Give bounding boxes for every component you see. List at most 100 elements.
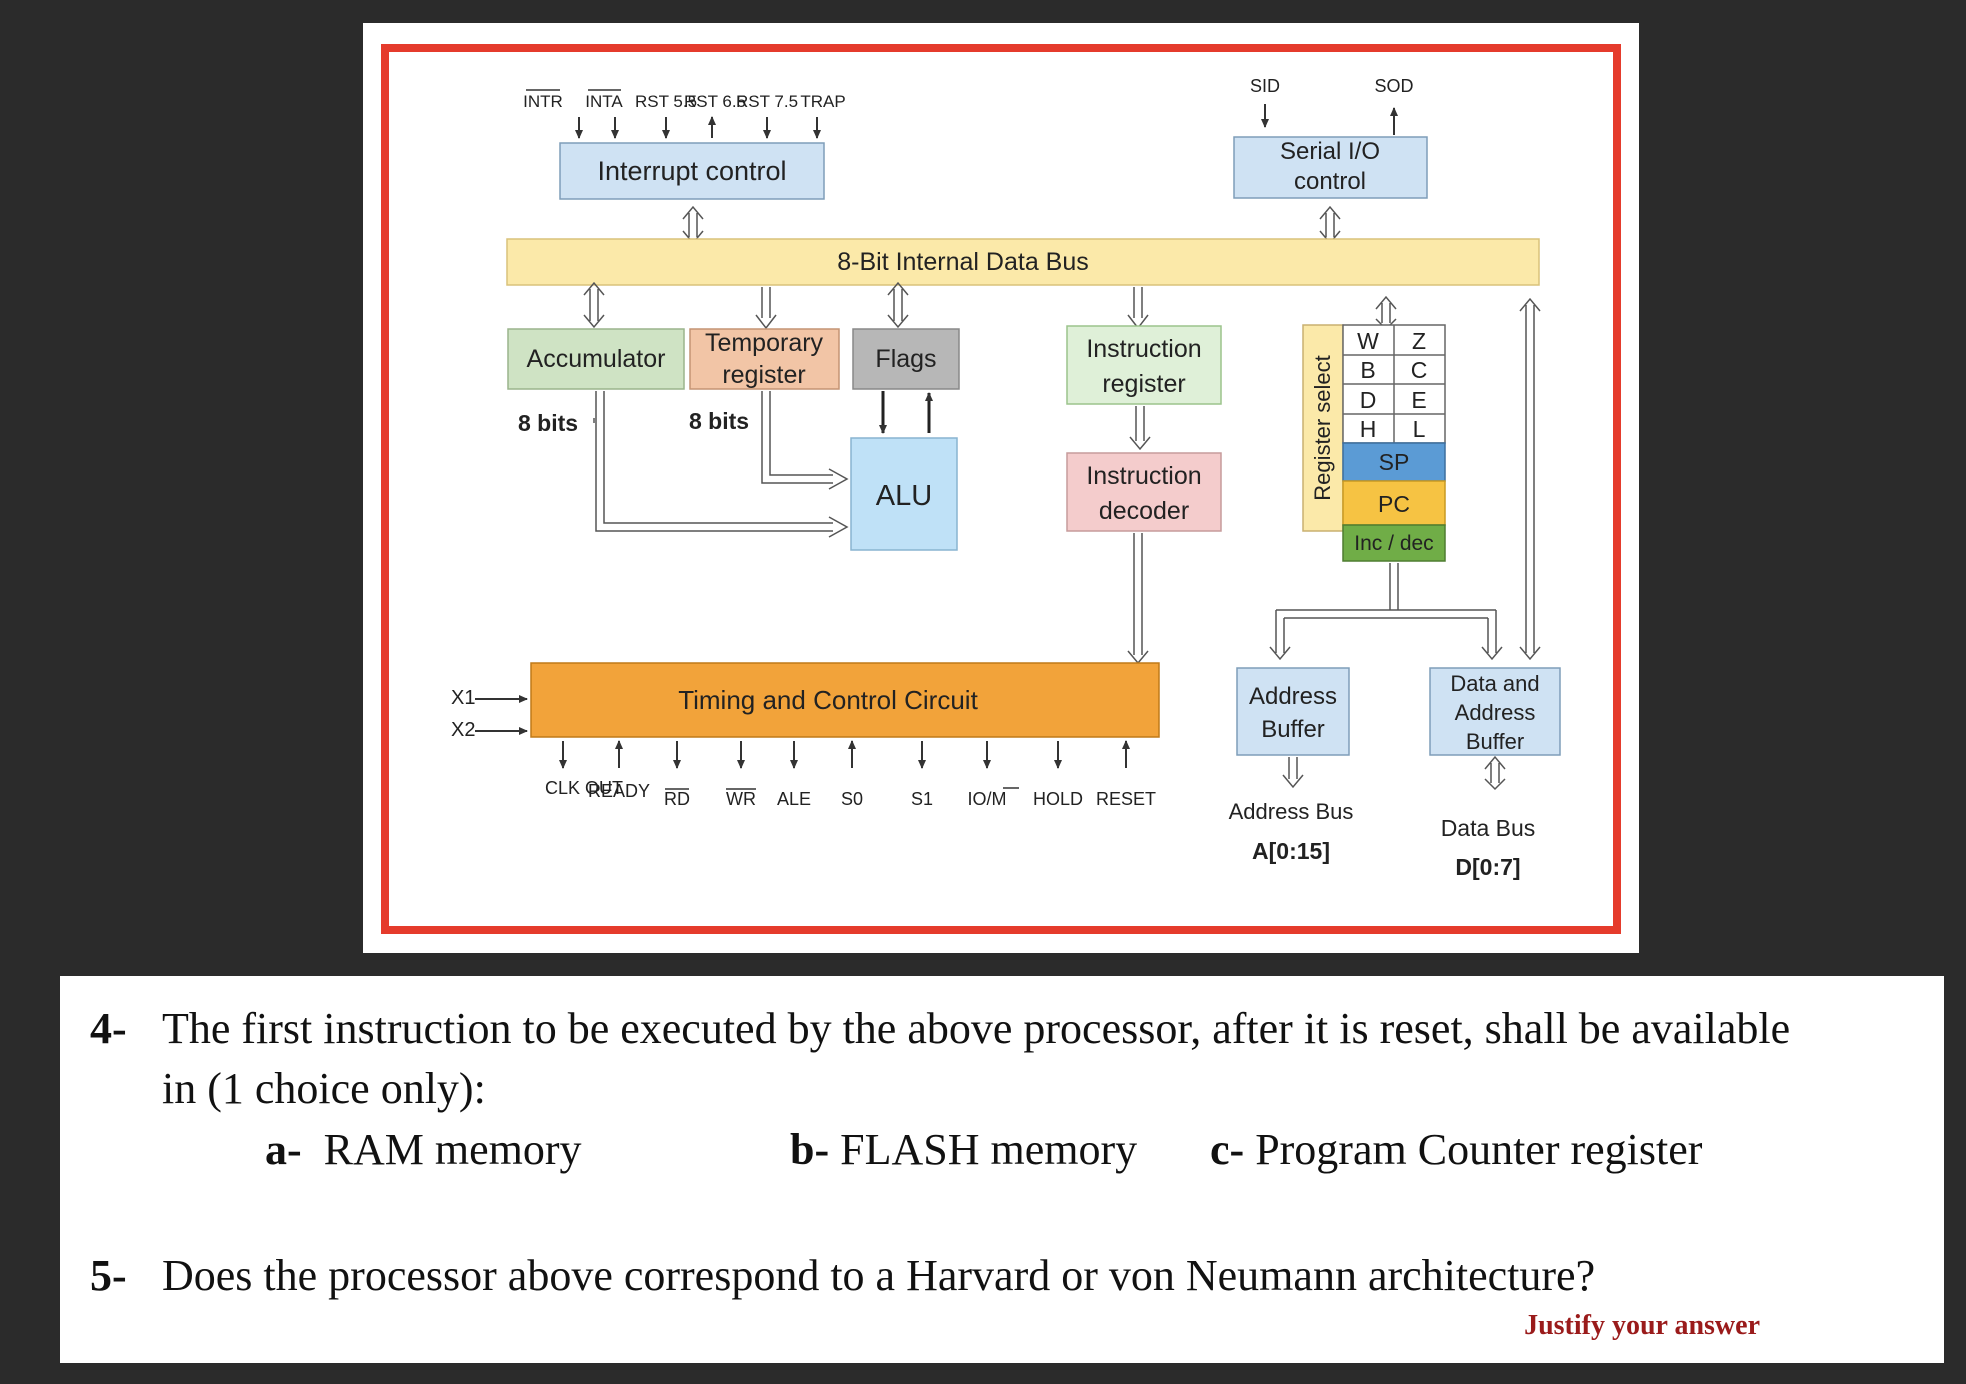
instruction-register-label-2: register [1102, 370, 1185, 398]
pin-wr: WR [726, 789, 756, 809]
diagram-frame [381, 44, 1621, 934]
choice-c-text: Program Counter register [1255, 1125, 1703, 1174]
question-4-number: 4- [90, 1004, 127, 1053]
acc-8bit-path [593, 418, 595, 423]
choice-b[interactable]: b- FLASH memory [790, 1122, 1137, 1178]
instruction-register-label-1: Instruction [1086, 335, 1201, 363]
pin-sid: SID [1250, 76, 1280, 96]
instruction-decoder-box [1066, 452, 1222, 532]
data-address-buffer-label-2: Address [1455, 700, 1536, 725]
address-bus-label: Address Bus [1229, 799, 1354, 824]
reg-b: B [1360, 357, 1375, 383]
register-grid: W Z B C D E H L [1342, 324, 1446, 444]
control-pin-arrows [559, 740, 1130, 769]
accumulator-box [507, 328, 685, 390]
pin-ready: READY [588, 781, 650, 801]
timing-control-label: Timing and Control Circuit [678, 685, 978, 715]
bus-to-data-buffer [1519, 297, 1541, 661]
sp-label: SP [1379, 449, 1410, 475]
serial-io-box [1233, 136, 1428, 199]
data-address-buffer-label-3: Buffer [1466, 729, 1524, 754]
choice-b-text: FLASH memory [840, 1125, 1138, 1174]
choice-b-letter: b- [790, 1125, 830, 1174]
control-pin-labels: CLK OUT READY RD WR ALE S0 S1 IO/M HOLD … [545, 778, 1156, 809]
pin-sod: SOD [1374, 76, 1413, 96]
choice-a[interactable]: a- RAM memory [265, 1122, 582, 1178]
address-buffer-label-2: Buffer [1261, 716, 1325, 743]
choice-c[interactable]: c- Program Counter register [1210, 1122, 1702, 1178]
flags-label: Flags [875, 345, 936, 373]
pin-trap: TRAP [800, 92, 845, 111]
pin-s1: S1 [911, 789, 933, 809]
address-buffer-label-1: Address [1249, 683, 1337, 710]
bus-connectors-down [583, 281, 1397, 331]
pc-box [1342, 480, 1446, 526]
accumulator-label: Accumulator [527, 345, 666, 373]
temp-register-label-1: Temporary [705, 329, 824, 357]
temp-register-label-2: register [722, 361, 805, 389]
flags-box [852, 328, 960, 390]
reg-d: D [1360, 387, 1377, 413]
address-bus-range: A[0:15] [1252, 838, 1330, 864]
reg-l: L [1413, 416, 1426, 442]
clock-inputs: X1 X2 [451, 687, 528, 741]
pin-rst65: RST 6.5 [684, 92, 746, 111]
data-bus-label: Data Bus [1441, 815, 1536, 841]
pc-label: PC [1378, 491, 1410, 517]
address-buffer-box [1236, 667, 1350, 756]
bus-connectors-top [682, 205, 1341, 245]
alu-label: ALU [876, 480, 932, 512]
bits-temp-label: 8 bits [689, 408, 749, 434]
buffer-out-arrows [1282, 755, 1506, 791]
choice-a-text: RAM memory [323, 1125, 582, 1174]
alu-box [850, 437, 958, 551]
inc-dec-label: Inc / dec [1354, 532, 1433, 555]
instruction-decoder-label-1: Instruction [1086, 462, 1201, 490]
pin-reset: RESET [1096, 789, 1156, 809]
x2-label: X2 [451, 719, 475, 741]
inc-dec-box [1342, 524, 1446, 562]
ir-to-decoder [1129, 406, 1151, 451]
question-4-text-line2: in (1 choice only): [162, 1064, 486, 1113]
bits-acc-label: 8 bits [518, 410, 578, 436]
choice-c-letter: c- [1210, 1125, 1245, 1174]
interrupt-control-label: Interrupt control [597, 156, 786, 186]
diagram-panel: INTR INTA RST 5.5 RST 6.5 RST 7.5 TRAP I… [363, 23, 1639, 953]
reg-z: Z [1412, 328, 1426, 354]
data-address-buffer-label-1: Data and [1450, 671, 1539, 696]
sp-box [1342, 442, 1446, 482]
interrupt-control-box [559, 142, 825, 200]
internal-bus-label: 8-Bit Internal Data Bus [837, 248, 1089, 276]
reg-w: W [1357, 328, 1379, 354]
data-bus-range: D[0:7] [1455, 854, 1520, 880]
internal-data-bus [506, 238, 1540, 286]
decoder-to-timing [1127, 533, 1149, 665]
temp-to-alu-path [761, 391, 849, 490]
x1-label: X1 [451, 687, 475, 709]
pin-intr: INTR [523, 92, 563, 111]
pin-rd: RD [664, 789, 690, 809]
question-5-text: Does the processor above correspond to a… [162, 1251, 1596, 1300]
pin-inta: INTA [585, 92, 623, 111]
pin-ale: ALE [777, 789, 811, 809]
reg-e: E [1411, 387, 1426, 413]
regfile-to-buffers [1269, 563, 1503, 661]
pin-rst55: RST 5.5 [635, 92, 697, 111]
instruction-decoder-label-2: decoder [1099, 497, 1189, 525]
register-select-label: Register select [1310, 355, 1335, 501]
pin-hold: HOLD [1033, 789, 1083, 809]
reg-c: C [1411, 357, 1428, 383]
block-diagram-8085: INTR INTA RST 5.5 RST 6.5 RST 7.5 TRAP I… [381, 44, 1621, 934]
question-panel: 4- The first instruction to be executed … [60, 976, 1944, 1363]
pin-rst75: RST 7.5 [736, 92, 798, 111]
pin-io-m: IO/M [968, 789, 1007, 809]
question-5-number: 5- [90, 1251, 127, 1300]
question-5-hint: Justify your answer [1524, 1310, 1760, 1341]
question-4-text-line1: The first instruction to be executed by … [162, 1004, 1791, 1053]
register-select-box [1302, 324, 1344, 532]
choice-a-letter: a- [265, 1125, 302, 1174]
data-address-buffer-box [1429, 667, 1561, 756]
serial-io-label-2: control [1294, 168, 1366, 195]
reg-h: H [1360, 416, 1377, 442]
temp-register-box [689, 328, 840, 390]
